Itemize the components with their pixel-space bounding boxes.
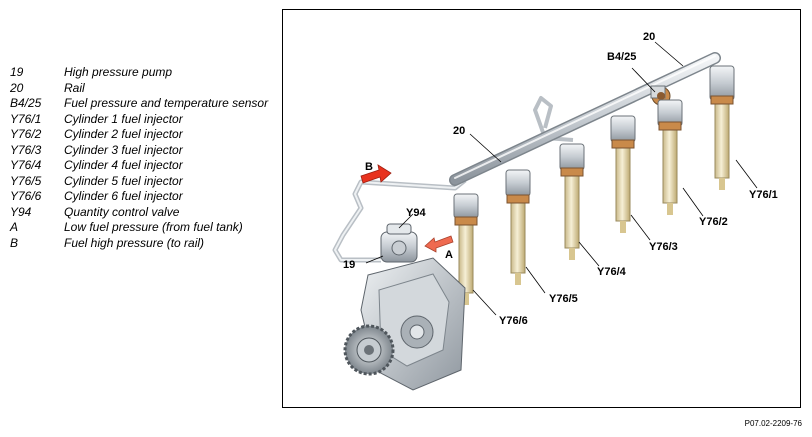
quantity-control-valve: [380, 223, 418, 263]
legend-row: Y76/6 Cylinder 6 fuel injector: [10, 189, 272, 205]
legend-desc: Cylinder 2 fuel injector: [64, 127, 183, 141]
injector-cylinder-3: [610, 115, 636, 233]
callout-injector-3: Y76/3: [649, 241, 678, 253]
legend-desc: Cylinder 6 fuel injector: [64, 189, 183, 203]
legend-row: Y94 Quantity control valve: [10, 205, 272, 221]
fuel-system-illustration: 20 B4/25 20 B Y94 A 19 Y76/1 Y76/2 Y76/3…: [282, 9, 801, 408]
legend-row: Y76/4 Cylinder 4 fuel injector: [10, 158, 272, 174]
legend-code: A: [10, 220, 19, 234]
legend-desc: Quantity control valve: [64, 204, 180, 219]
legend-row: Y76/2 Cylinder 2 fuel injector: [10, 127, 272, 143]
injector-cylinder-5: [505, 169, 531, 285]
legend-desc: High pressure pump: [64, 65, 173, 79]
callout-injector-2: Y76/2: [699, 216, 728, 228]
fuel-system-drawing: 20 B4/25 20 B Y94 A 19 Y76/1 Y76/2 Y76/3…: [332, 31, 778, 391]
callout-injector-1: Y76/1: [749, 189, 778, 201]
legend-row: 19 High pressure pump: [10, 65, 272, 81]
callout-pump: 19: [343, 259, 355, 271]
legend-desc: Cylinder 1 fuel injector: [64, 111, 183, 126]
callout-rail: 20: [453, 125, 465, 137]
legend-code: 19: [10, 65, 24, 79]
legend-desc: Cylinder 4 fuel injector: [64, 158, 183, 172]
legend-desc: Cylinder 3 fuel injector: [64, 142, 183, 157]
callout-arrow-b: B: [365, 161, 373, 173]
injector-cylinder-1: [709, 65, 735, 190]
callout-injector-5: Y76/5: [549, 293, 578, 305]
legend-code: 20: [10, 80, 24, 95]
callout-injector-6: Y76/6: [499, 315, 528, 327]
arrow-b-icon: [360, 164, 392, 184]
legend-code: Y94: [10, 204, 32, 219]
legend-desc: Low fuel pressure (from fuel tank): [64, 220, 243, 234]
callout-rail-top: 20: [643, 31, 655, 43]
legend-row: B4/25 Fuel pressure and temperature sens…: [10, 96, 272, 112]
pump-drive-gear: [343, 324, 395, 376]
arrow-a-icon: [424, 235, 454, 253]
legend-desc: Fuel high pressure (to rail): [64, 235, 205, 250]
injector-cylinder-2: [657, 99, 683, 215]
legend-row: A Low fuel pressure (from fuel tank): [10, 220, 272, 236]
legend-code: Y76/3: [10, 142, 42, 157]
legend: 19 High pressure pump 20 Rail B4/25 Fuel…: [10, 65, 272, 251]
legend-desc: Rail: [64, 80, 85, 95]
callout-injector-4: Y76/4: [597, 266, 627, 278]
legend-row: Y76/1 Cylinder 1 fuel injector: [10, 112, 272, 128]
callout-arrow-a: A: [445, 249, 453, 261]
legend-desc: Cylinder 5 fuel injector: [64, 173, 183, 188]
legend-code: Y76/4: [10, 158, 42, 172]
legend-row: 20 Rail: [10, 81, 272, 97]
injector-cylinder-6: [453, 193, 479, 305]
document-reference: P07.02-2209-76: [744, 419, 802, 428]
legend-row: B Fuel high pressure (to rail): [10, 236, 272, 252]
legend-code: Y76/5: [10, 173, 42, 188]
callout-sensor: B4/25: [607, 51, 636, 63]
legend-code: B: [10, 235, 19, 250]
legend-row: Y76/5 Cylinder 5 fuel injector: [10, 174, 272, 190]
legend-code: B4/25: [10, 96, 42, 110]
legend-code: Y76/6: [10, 189, 42, 203]
leader-lines: [365, 41, 758, 316]
injector-cylinder-4: [559, 143, 585, 260]
legend-code: Y76/1: [10, 111, 42, 126]
legend-code: Y76/2: [10, 127, 42, 141]
callout-valve: Y94: [406, 207, 426, 219]
legend-desc: Fuel pressure and temperature sensor: [64, 96, 269, 110]
legend-row: Y76/3 Cylinder 3 fuel injector: [10, 143, 272, 159]
